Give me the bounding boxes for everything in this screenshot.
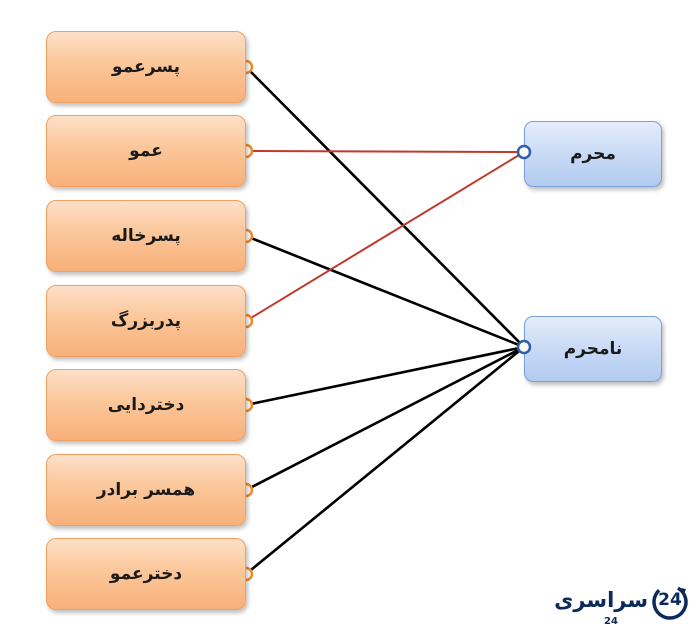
link-5 xyxy=(245,345,525,492)
node-label: دخترعمو xyxy=(109,564,183,584)
node-hamsar-baradar: همسر برادر xyxy=(46,454,246,526)
logo-text: سراسری xyxy=(554,588,648,612)
node-label: دختردایی xyxy=(107,395,185,415)
link-2 xyxy=(245,234,525,349)
link-1 xyxy=(245,150,525,153)
node-pesar-amoo: پسرعمو xyxy=(46,31,246,103)
node-namahram: نامحرم xyxy=(524,316,662,382)
node-amoo: عمو xyxy=(46,115,246,187)
node-dokhtar-amoo: دخترعمو xyxy=(46,538,246,610)
node-label: عمو xyxy=(129,141,163,161)
node-dokhtar-dayi: دختردایی xyxy=(46,369,246,441)
node-label: پسرعمو xyxy=(112,57,180,77)
node-label: پسرخاله xyxy=(111,226,181,246)
node-pedarbozorg: پدربزرگ xyxy=(46,285,246,357)
node-pesar-khale: پسرخاله xyxy=(46,200,246,272)
link-3 xyxy=(245,151,525,322)
logo-badge-number: 24 xyxy=(658,590,682,610)
node-label: نامحرم xyxy=(563,339,623,359)
link-0 xyxy=(245,66,525,348)
clock-24-icon xyxy=(652,584,688,620)
node-label: پدربزرگ xyxy=(110,311,182,331)
node-mahram: محرم xyxy=(524,121,662,187)
logo-subtext: 24 xyxy=(604,616,618,627)
node-label: همسر برادر xyxy=(96,480,196,500)
site-logo: سراسری 24 24 xyxy=(554,580,694,636)
node-label: محرم xyxy=(570,144,616,164)
link-6 xyxy=(245,345,525,576)
link-4 xyxy=(245,345,525,407)
